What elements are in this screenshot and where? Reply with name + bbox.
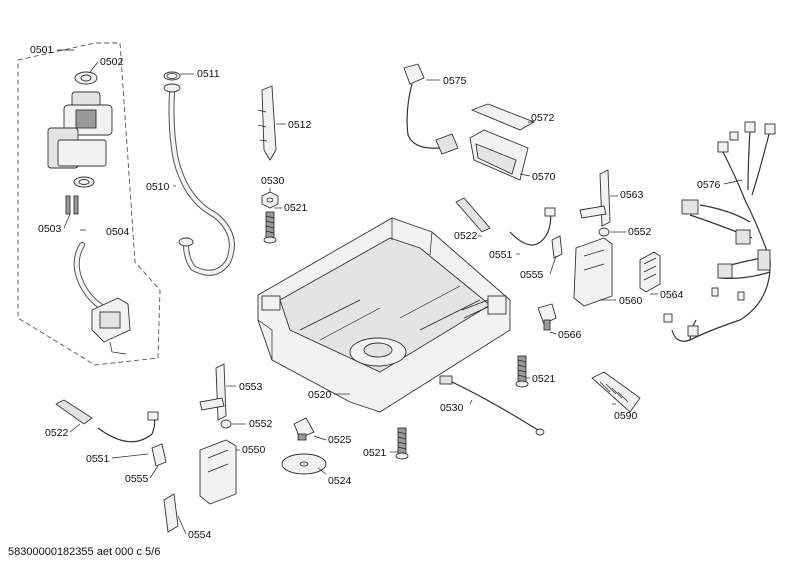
label-0521-right: 0521 xyxy=(532,373,556,385)
label-0555-right: 0555 xyxy=(520,269,544,281)
sensor-0522-left xyxy=(55,399,93,425)
clip-0555-right xyxy=(551,235,563,259)
clip-0555-left xyxy=(151,443,167,467)
label-0575: 0575 xyxy=(443,75,467,87)
base-tub-0520 xyxy=(257,217,511,413)
label-0566: 0566 xyxy=(558,329,582,341)
bracket-0563 xyxy=(579,169,611,227)
disc-0524 xyxy=(281,453,327,475)
hose-clamp-0511 xyxy=(163,71,181,81)
sensor-cable-0551-right xyxy=(509,207,556,246)
label-0520: 0520 xyxy=(308,389,332,401)
bracket-0550 xyxy=(199,439,237,505)
strip-0590 xyxy=(591,371,641,413)
label-0501: 0501 xyxy=(30,44,54,56)
label-0554: 0554 xyxy=(188,529,212,541)
label-0560: 0560 xyxy=(619,295,643,307)
bracket-0554 xyxy=(163,493,179,533)
fixing-strip-0512 xyxy=(257,85,277,161)
label-0530-bottom: 0530 xyxy=(440,402,464,414)
label-0524: 0524 xyxy=(328,475,352,487)
label-0570: 0570 xyxy=(532,171,556,183)
label-0512: 0512 xyxy=(288,119,312,131)
label-0552-left: 0552 xyxy=(249,418,273,430)
nut-0530-top xyxy=(261,191,279,209)
label-0522-left: 0522 xyxy=(45,427,69,439)
bracket-0553 xyxy=(199,363,227,421)
label-0525: 0525 xyxy=(328,434,352,446)
label-0572: 0572 xyxy=(531,112,555,124)
assembly-0501-dashed-outline xyxy=(17,42,161,366)
label-0563: 0563 xyxy=(620,189,644,201)
label-0590: 0590 xyxy=(614,410,638,422)
label-0530-top: 0530 xyxy=(261,175,285,187)
part-0566 xyxy=(537,303,557,331)
cable-0530-bottom xyxy=(439,375,545,436)
label-0502: 0502 xyxy=(100,56,124,68)
label-0511: 0511 xyxy=(197,68,220,80)
water-inlet-valve xyxy=(47,71,113,215)
label-0555-left: 0555 xyxy=(125,473,149,485)
label-0552-right: 0552 xyxy=(628,226,652,238)
drain-hose-0510 xyxy=(163,83,235,276)
label-0510: 0510 xyxy=(146,181,170,193)
bracket-0560 xyxy=(573,237,613,307)
clip-0552-left xyxy=(220,419,232,429)
valve-bracket-0504 xyxy=(73,242,131,355)
label-0550: 0550 xyxy=(242,444,266,456)
power-cable-0575 xyxy=(403,63,459,155)
label-0551-right: 0551 xyxy=(489,249,513,261)
label-0522-right: 0522 xyxy=(454,230,478,242)
label-0504: 0504 xyxy=(106,226,130,238)
label-0576: 0576 xyxy=(697,179,721,191)
label-0521-top: 0521 xyxy=(284,202,308,214)
sensor-0522-right xyxy=(455,197,491,233)
leader-lines xyxy=(57,49,743,535)
label-0564: 0564 xyxy=(660,289,684,301)
housing-0570 xyxy=(469,129,529,181)
label-0521-bottom: 0521 xyxy=(363,447,387,459)
label-0503: 0503 xyxy=(38,223,62,235)
part-0525 xyxy=(293,417,315,441)
screw-0521-right xyxy=(515,355,529,388)
connector-0564 xyxy=(639,251,661,293)
sensor-cable-0551-left xyxy=(97,411,159,443)
screw-0521-top xyxy=(263,211,277,244)
clip-0552-right xyxy=(598,227,610,237)
document-footer: 58300000182355 aet 000 c 5/6 xyxy=(8,546,160,558)
wiring-harness-0576 xyxy=(663,121,776,342)
label-0551-left: 0551 xyxy=(86,453,110,465)
cover-0572 xyxy=(470,103,536,131)
screw-0521-bottom xyxy=(395,427,409,460)
label-0553: 0553 xyxy=(239,381,263,393)
